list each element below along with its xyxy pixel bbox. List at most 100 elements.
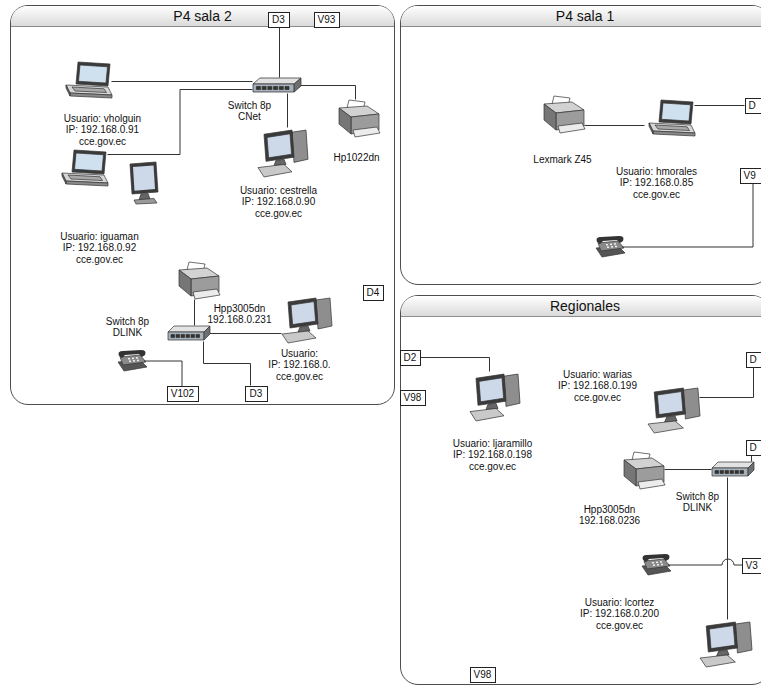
switch-node: Switch 8pDLINK: [168, 326, 210, 342]
device-text: cce.gov.ec: [60, 254, 138, 266]
wall-port-box: D: [746, 352, 761, 368]
switch-node: Switch 8pCNet: [253, 78, 301, 94]
room-panel: P4 sala 1Lexmark Z45Usuario: hmoralesIP:…: [400, 5, 761, 285]
pc-icon: [258, 128, 308, 178]
printer-node: Hpp3005dn192.168.0.231: [175, 262, 220, 300]
device-label: Usuario: lcortezIP: 192.168.0.200cce.gov…: [580, 597, 659, 632]
printer-node: Lexmark Z45: [540, 96, 585, 134]
room-title: P4 sala 2: [173, 6, 231, 26]
wall-port-box: D3: [245, 386, 268, 402]
device-text: Usuario: cestrella: [240, 185, 317, 197]
device-text: IP: 192.168.0.90: [240, 196, 317, 208]
phone-icon: [642, 554, 671, 575]
pc-node: Usuario: cestrellaIP: 192.168.0.90cce.go…: [258, 128, 308, 178]
wall-port-box: V98: [400, 390, 426, 406]
laptop-icon: [58, 150, 108, 190]
device-label: Switch 8pDLINK: [106, 316, 149, 339]
device-label: Hpp3005dn192.168.0.231: [208, 303, 272, 326]
device-text: Usuario: ljaramillo: [453, 438, 532, 450]
device-text: Usuario: warias: [558, 369, 637, 381]
device-text: 192.168.0.231: [208, 314, 272, 326]
wall-port-box: V3: [742, 558, 761, 574]
printer-icon: [335, 100, 380, 138]
laptop-node: Usuario: hmoralesIP: 192.168.0.85cce.gov…: [645, 100, 695, 140]
port-label: V93: [315, 13, 339, 27]
device-text: IP: 192.168.0.92: [60, 242, 138, 254]
device-text: cce.gov.ec: [240, 208, 317, 220]
device-label: Switch 8pCNet: [228, 100, 271, 123]
port-label: D3: [246, 387, 267, 401]
device-label: Usuario: cestrellaIP: 192.168.0.90cce.go…: [240, 185, 317, 220]
device-text: IP: 192.168.0.: [268, 359, 330, 371]
switch-icon: [712, 462, 754, 478]
wall-port-box: D: [746, 440, 761, 456]
device-text: IP: 192.168.0.199: [558, 380, 637, 392]
port-label: D: [747, 353, 761, 367]
phone-icon: [118, 350, 147, 371]
wall-port-box: D: [745, 98, 761, 114]
port-label: D: [746, 99, 761, 113]
port-label: D3: [269, 13, 289, 27]
device-text: IP: 192.168.0.198: [453, 449, 532, 461]
wall-port-box: V93: [314, 12, 340, 28]
device-text: DLINK: [676, 502, 719, 514]
port-label: V98: [401, 391, 425, 405]
printer-icon: [540, 96, 585, 134]
device-text: CNet: [228, 111, 271, 123]
wall-port-box: D2: [400, 350, 421, 366]
device-label: Usuario: iguamanIP: 192.168.0.92cce.gov.…: [60, 231, 138, 266]
network-cable: [210, 333, 282, 334]
switch-icon: [168, 326, 210, 342]
pc-node: Usuario: wariasIP: 192.168.0.199cce.gov.…: [648, 386, 700, 434]
port-label: V3: [743, 559, 761, 573]
network-cable: [421, 358, 490, 372]
device-text: DLINK: [106, 327, 149, 339]
device-label: Switch 8pDLINK: [676, 491, 719, 514]
pc-icon: [282, 296, 332, 344]
device-text: Hp1022dn: [333, 152, 379, 164]
pc-node: Usuario: ljaramilloIP: 192.168.0.198cce.…: [470, 372, 520, 422]
wall-port-box: D4: [363, 285, 384, 301]
device-text: cce.gov.ec: [268, 371, 330, 383]
laptop-node: Usuario: vholguinIP: 192.168.0.91cce.gov…: [62, 62, 112, 102]
device-text: IP: 192.168.0.91: [64, 124, 141, 136]
switch-icon: [253, 78, 301, 94]
laptop-icon: [62, 62, 112, 102]
network-cable: [751, 456, 752, 462]
panel-header: P4 sala 1: [401, 6, 761, 27]
device-label: Hpp3005dn192.168.0236: [579, 504, 640, 527]
port-label: V98: [471, 668, 495, 682]
network-cable: [700, 368, 754, 398]
device-label: Hp1022dn: [333, 152, 379, 164]
pc-icon: [700, 620, 752, 668]
device-text: Usuario: lcortez: [580, 597, 659, 609]
switch-node: Switch 8pDLINK: [712, 462, 754, 478]
monitor-icon: [130, 162, 158, 204]
device-text: Usuario:: [268, 348, 330, 360]
pc-icon: [470, 372, 520, 422]
device-text: cce.gov.ec: [64, 136, 141, 148]
port-label: D4: [364, 286, 383, 300]
device-text: Usuario: hmorales: [616, 166, 697, 178]
wall-port-box: V102: [167, 386, 199, 402]
phone-icon: [596, 236, 625, 257]
room-title: P4 sala 1: [556, 6, 614, 26]
network-cable: [204, 342, 251, 386]
device-text: Hpp3005dn: [208, 303, 272, 315]
phone-cable: [144, 361, 182, 386]
network-cable: [695, 105, 745, 106]
printer-node: Hp1022dn: [335, 100, 380, 138]
laptop-node: Usuario: iguamanIP: 192.168.0.92cce.gov.…: [58, 150, 108, 190]
device-text: IP: 192.168.0.200: [580, 608, 659, 620]
port-label: V9: [741, 169, 761, 183]
network-cable: [112, 81, 253, 82]
printer-icon: [620, 452, 665, 490]
panel-header: Regionales: [401, 296, 761, 317]
device-text: IP: 192.168.0.85: [616, 177, 697, 189]
room-panel: RegionalesD2V98Usuario: ljaramilloIP: 19…: [400, 295, 761, 685]
device-label: Usuario: wariasIP: 192.168.0.199cce.gov.…: [558, 369, 637, 404]
device-text: cce.gov.ec: [580, 620, 659, 632]
network-cable: [301, 86, 356, 100]
